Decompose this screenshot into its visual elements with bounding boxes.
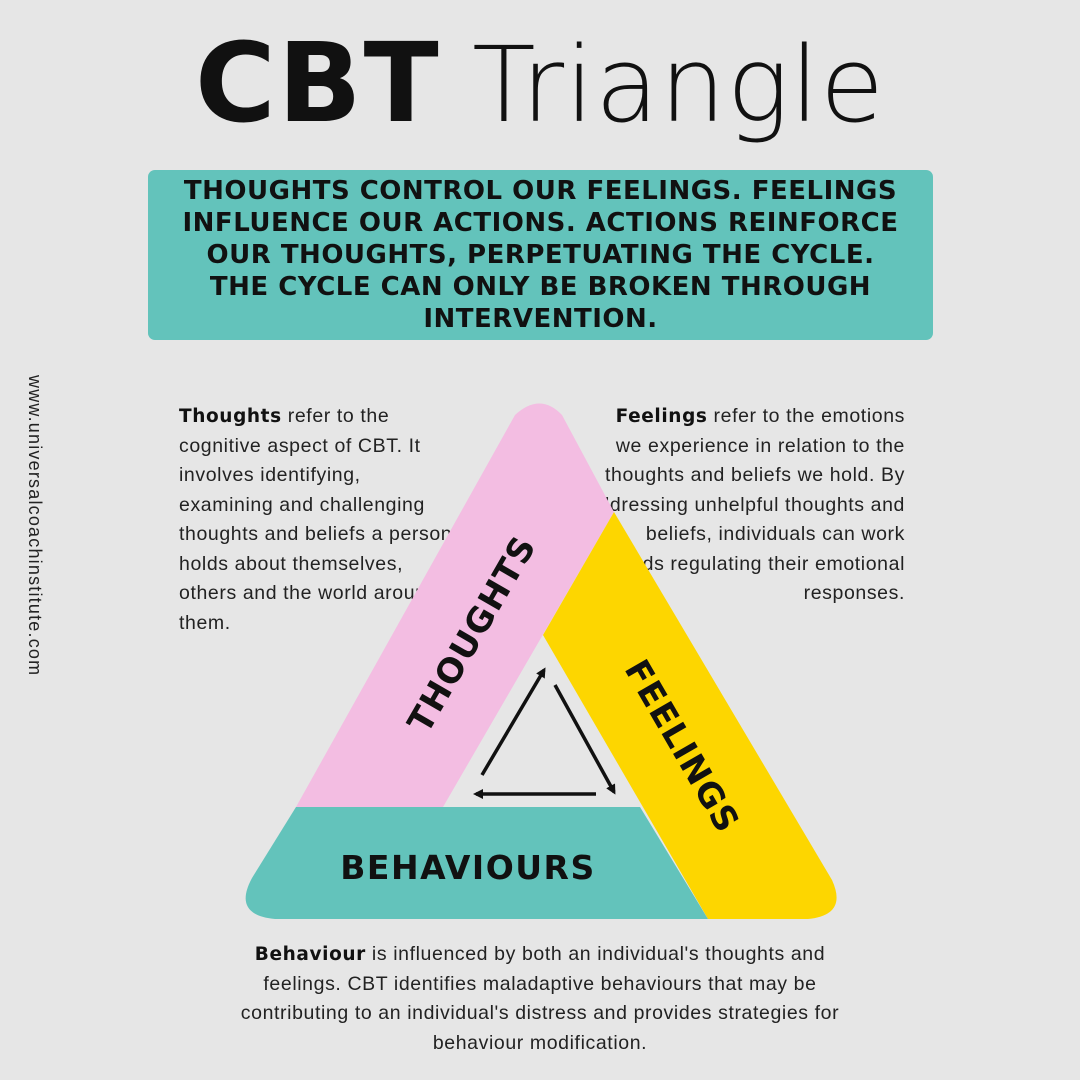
title-light: Triangle [472,24,885,146]
feelings-term: Feelings [615,406,708,427]
feelings-segment [543,512,837,919]
thoughts-term: Thoughts [179,406,282,427]
thoughts-segment [296,403,614,807]
arrow-up-left [480,667,546,776]
banner-text: THOUGHTS CONTROL OUR FEELINGS. FEELINGS … [182,176,899,334]
arrow-down-right [553,684,616,795]
page-title: CBT Triangle [0,18,1080,150]
behaviours-term: Behaviour [254,944,366,965]
feelings-text: refer to the emotions we experience in r… [587,405,905,604]
thoughts-description: Thoughts refer to the cognitive aspect o… [179,402,459,638]
behaviours-segment [245,807,708,919]
summary-banner: THOUGHTS CONTROL OUR FEELINGS. FEELINGS … [148,170,933,340]
behaviours-text: is influenced by both an individual's th… [240,943,840,1054]
thoughts-text: refer to the cognitive aspect of CBT. It… [179,405,453,634]
feelings-description: Feelings refer to the emotions we experi… [585,402,905,609]
website-url: www.universalcoachinstitute.com [25,375,45,677]
behaviours-label: BEHAVIOURS [340,848,595,887]
behaviours-description: Behaviour is influenced by both an indiv… [230,940,850,1058]
title-bold: CBT [195,19,441,147]
